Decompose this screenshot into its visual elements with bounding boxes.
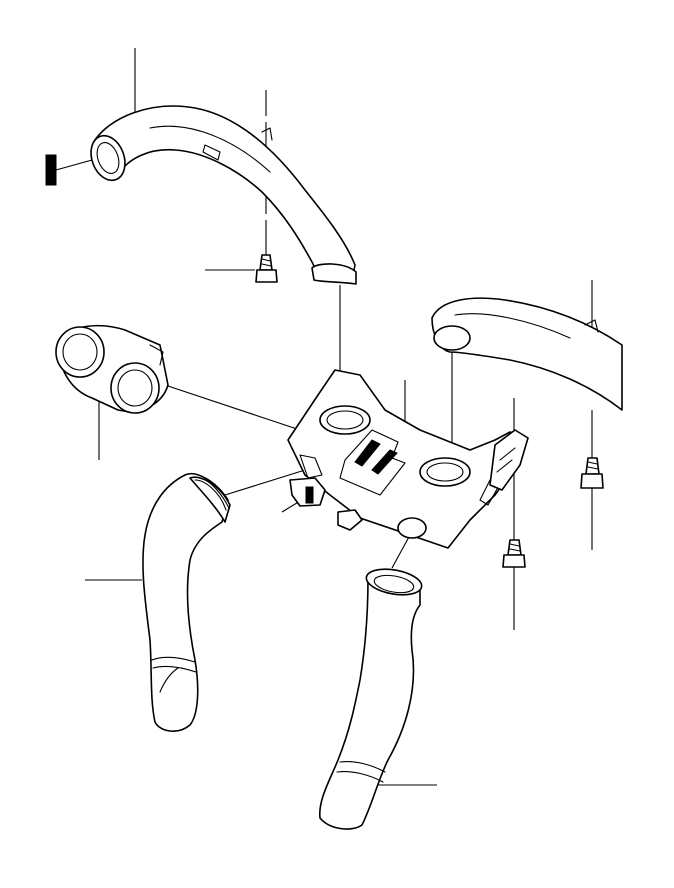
central-distribution-housing <box>287 369 526 549</box>
left-lower-hose <box>142 473 231 732</box>
leader-left-hose-to-housing <box>224 469 306 496</box>
end-marker-tab <box>45 154 93 186</box>
right-air-duct <box>431 297 623 411</box>
mounting-bracket-right <box>489 429 529 491</box>
screw-center <box>502 539 526 568</box>
twin-inlet-adapter <box>55 324 169 414</box>
clip-bracket <box>289 477 363 531</box>
screw-upper <box>255 254 278 283</box>
right-lower-hose <box>319 568 423 830</box>
leader-right-hose-to-housing <box>391 534 411 569</box>
upper-air-duct <box>90 105 357 285</box>
screw-right <box>580 457 604 489</box>
